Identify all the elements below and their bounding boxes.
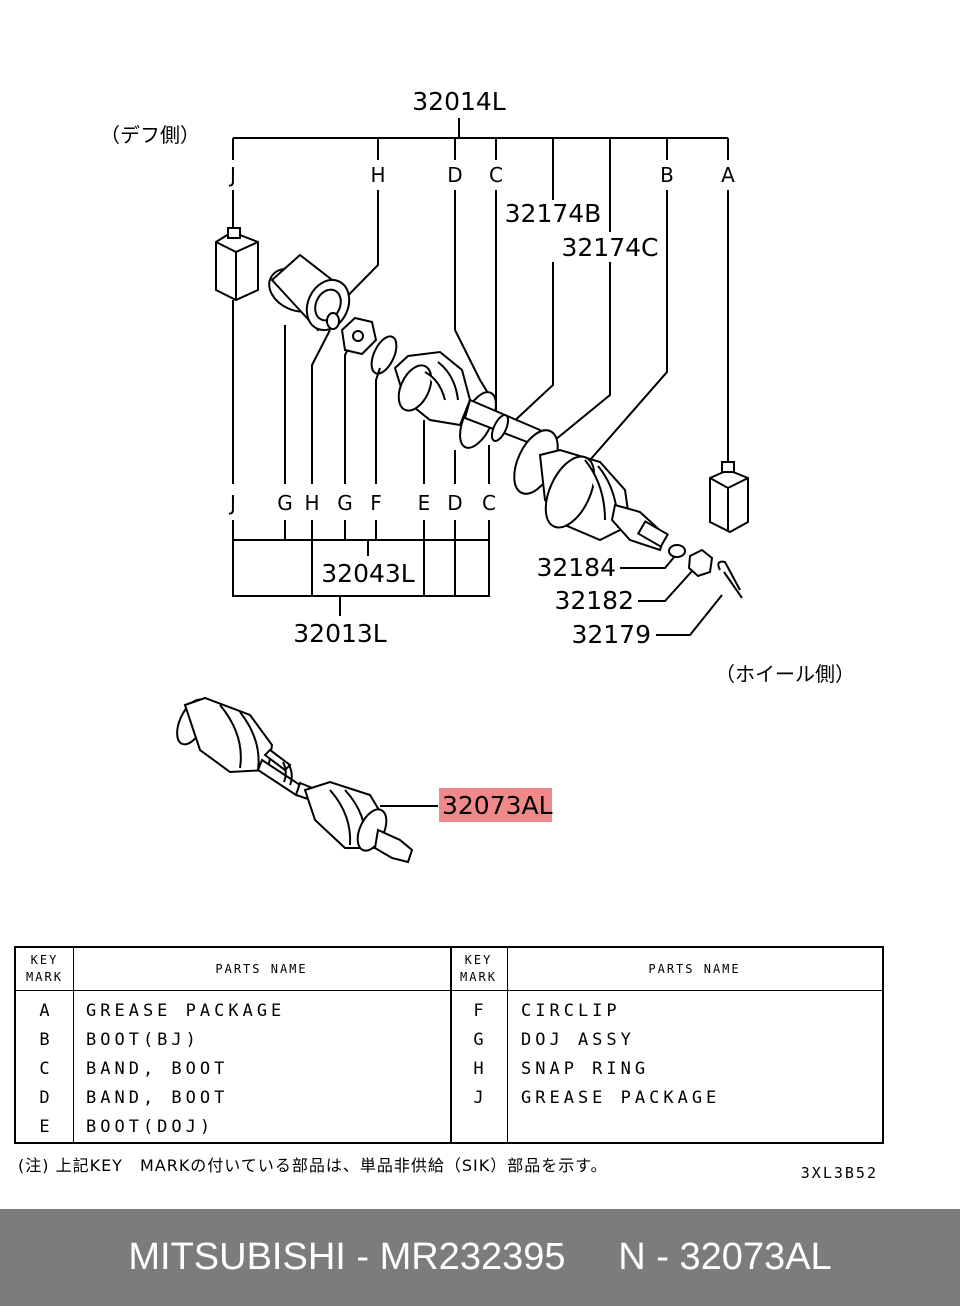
bottom-key-G2: G [337,491,353,515]
top-key-C: C [489,163,503,187]
row-part-name: BOOT(BJ) [86,1029,200,1050]
bottom-key-D: D [447,491,462,515]
top-key-B: B [660,163,674,187]
row-part-name: BAND, BOOT [86,1058,229,1079]
part-32013L: 32013L [293,619,387,648]
row-part-name: BAND, BOOT [86,1087,229,1108]
row-key: A [39,1000,50,1021]
wheel-side-label: （ホイール側） [715,662,855,686]
row-key: C [39,1058,50,1079]
parts-diagram: 32014L （デフ側） J H D C B A 32174B 32174C J… [100,87,855,864]
row-key: G [473,1029,484,1050]
footer-part-number: MITSUBISHI - MR232395 N - 32073AL [128,1236,832,1278]
top-key-D: D [447,163,462,187]
part-32184: 32184 [536,553,616,582]
row-key: H [473,1058,484,1079]
row-part-name: DOJ ASSY [521,1029,635,1050]
diff-side-label: （デフ側） [100,123,200,147]
row-part-name: GREASE PACKAGE [521,1087,721,1108]
bottom-key-H: H [304,491,319,515]
part-32182: 32182 [554,586,634,615]
header-parts-name-left: PARTS NAME [215,961,308,976]
top-key-H: H [370,163,385,187]
part-32174C: 32174C [562,233,659,262]
row-part-name: CIRCLIP [521,1000,621,1021]
parts-table: KEY MARK PARTS NAME KEY MARK PARTS NAME … [14,946,884,1144]
part-32179: 32179 [571,620,651,649]
exploded-assembly [215,227,749,599]
sik-note: (注) 上記KEY MARKの付いている部品は、単品非供給（SIK）部品を示す。 [18,1156,608,1175]
row-part-name: SNAP RING [521,1058,650,1079]
bottom-key-C: C [482,491,496,515]
top-key-J: J [228,163,236,187]
header-key-mark-right: KEY MARK [460,953,497,984]
row-part-name: GREASE PACKAGE [86,1000,286,1021]
assembled-drive-shaft [176,696,414,864]
bottom-key-E: E [418,491,431,515]
diagram-code: 3XL3B52 [800,1164,878,1182]
row-key: J [473,1087,484,1108]
bottom-key-J: J [228,491,236,515]
row-key: D [39,1087,50,1108]
row-key: B [39,1029,50,1050]
bottom-key-F: F [370,491,382,515]
part-32174B: 32174B [505,199,602,228]
row-key: E [39,1116,50,1137]
part-32073AL: 32073AL [442,791,553,820]
header-parts-name-right: PARTS NAME [648,961,741,976]
highlight-32073AL [439,788,552,822]
part-32043L: 32043L [321,559,415,588]
row-key: F [473,1000,484,1021]
header-key-mark-left: KEY MARK [26,953,63,984]
part-32014L: 32014L [412,87,506,116]
row-part-name: BOOT(DOJ) [86,1116,215,1137]
bottom-key-G: G [277,491,293,515]
top-key-A: A [721,163,735,187]
footer-bar: MITSUBISHI - MR232395 N - 32073AL [0,1209,960,1306]
